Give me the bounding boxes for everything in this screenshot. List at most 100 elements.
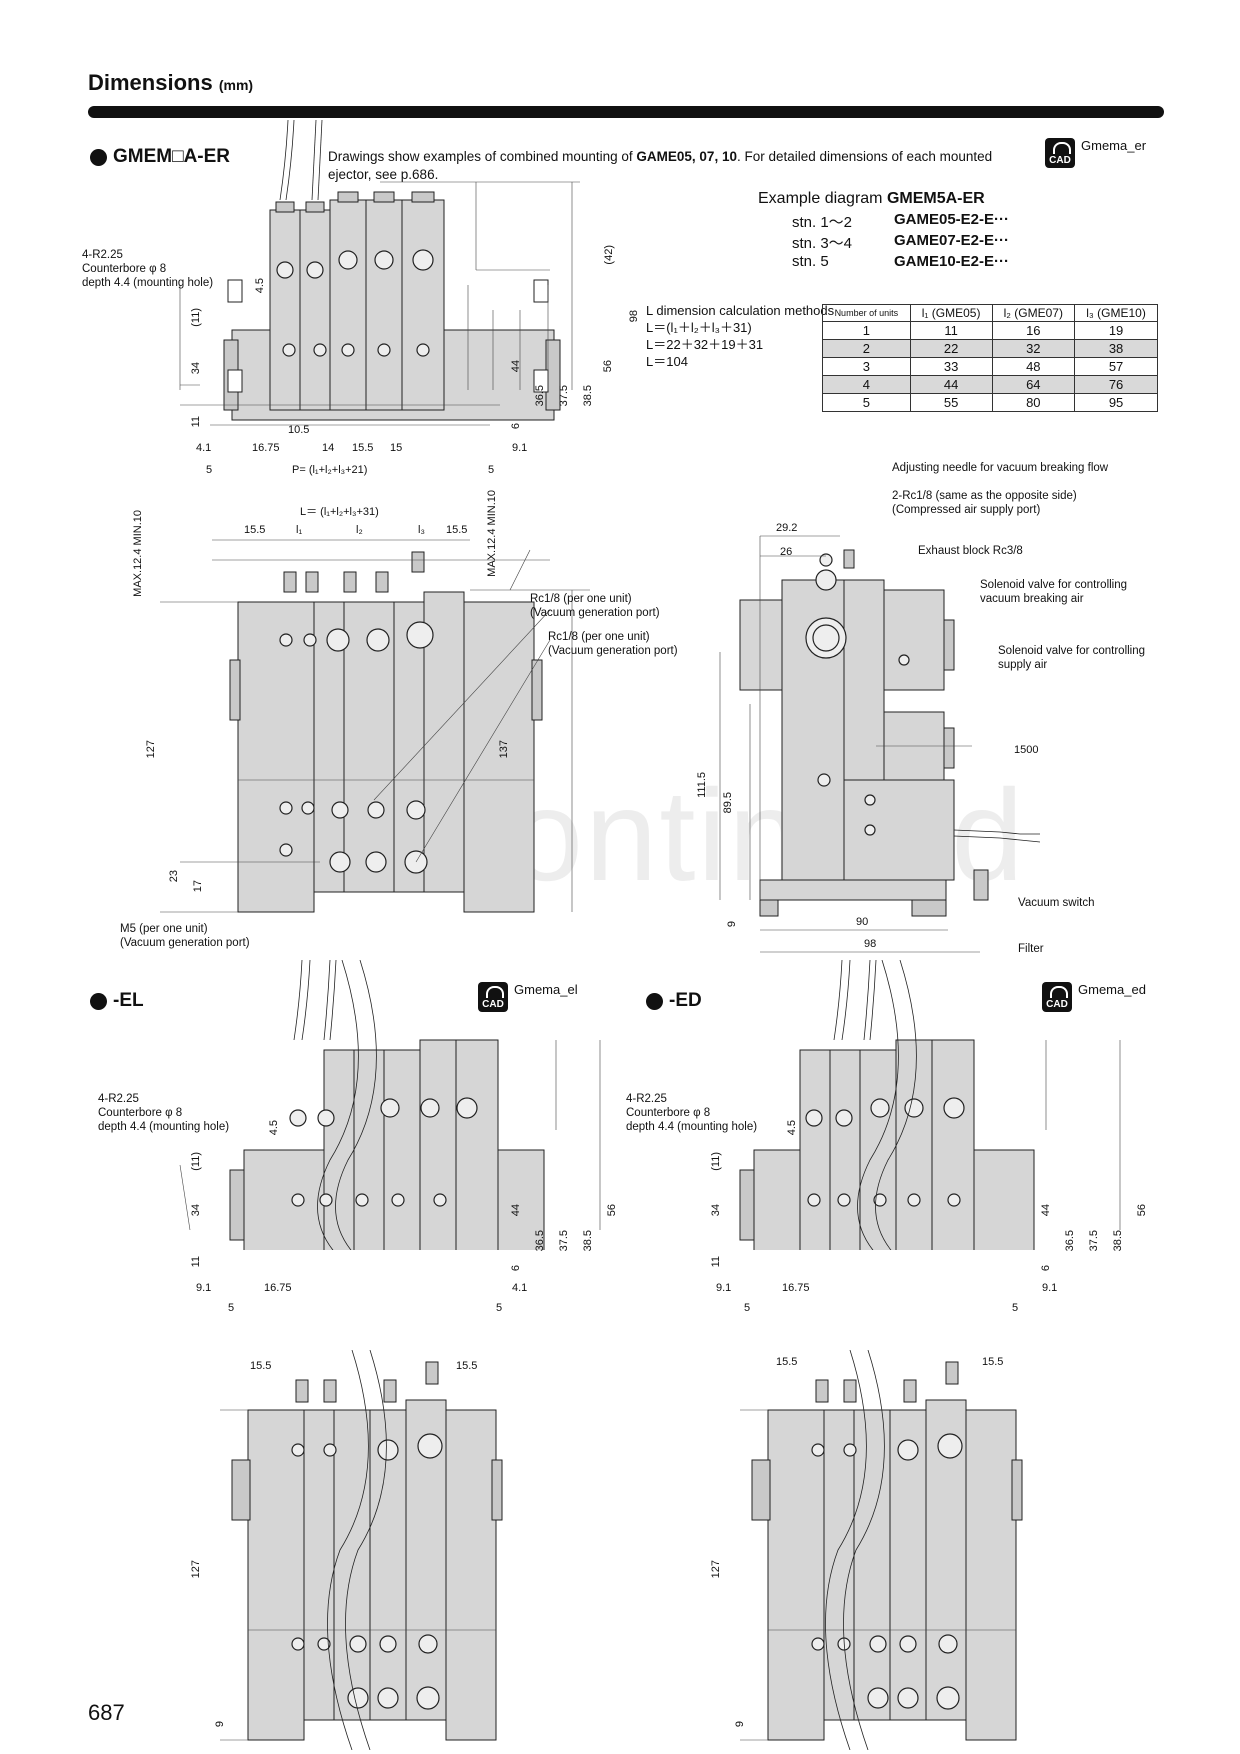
example-model: GAME10-E2-E··· — [894, 253, 1010, 270]
table-cell: 80 — [991, 393, 1076, 412]
dim-text: 38.5 — [582, 1230, 594, 1254]
dim-text: 38.5 — [582, 385, 594, 409]
ed-front-view-drawing — [740, 1350, 1023, 1750]
dim-label: 4.1 — [512, 1282, 528, 1294]
dim-label: 5 — [496, 1302, 503, 1314]
dim-text: (11) — [710, 1152, 722, 1174]
title-unit: (mm) — [218, 77, 254, 93]
title-rule — [88, 106, 1164, 118]
lcalc-title: L dimension calculation methods — [646, 303, 835, 318]
example-stn: stn. 3〜4 — [792, 235, 853, 252]
dim-label: 26 — [780, 546, 793, 558]
callout-line: depth 4.4 (mounting hole) — [98, 1121, 230, 1133]
dim-label: 14 — [322, 442, 335, 454]
callout-filter: Filter — [1018, 943, 1044, 955]
dim-label: 37.5 — [1088, 1230, 1100, 1252]
lcalc-line: L＝(l₁＋l₂＋l₃＋31) — [646, 320, 752, 335]
bullet-icon — [90, 148, 107, 166]
dim-label: 37.5 — [558, 385, 570, 407]
dim-label: 9.1 — [196, 1282, 212, 1294]
dim-label: 38.5 — [582, 385, 594, 407]
dim-label: 11 — [190, 1256, 202, 1268]
callout-mount-hole-el: 4-R2.25 Counterbore φ 8 depth 4.4 (mount… — [98, 1092, 229, 1134]
table-header-row: Number of units l₁ (GME05) l₂ (GME07) l₃… — [822, 304, 1158, 322]
table-cell: 19 — [1074, 321, 1158, 340]
dim-label: 5 — [1012, 1302, 1019, 1314]
dim-label: 5 — [228, 1302, 235, 1314]
dim-label: MAX.12.4 MIN.10 — [132, 510, 144, 597]
section-label-er: GMEM□A-ER — [113, 146, 231, 167]
callout-line: Rc1/8 (per one unit) — [530, 593, 632, 605]
dim-label: 15.5 — [250, 1360, 272, 1372]
dim-label: 6 — [1040, 1264, 1052, 1271]
table-cell: 57 — [1074, 357, 1158, 376]
dim-text: MAX.12.4 MIN.10 — [132, 510, 144, 600]
example-heading-prefix: Example diagram — [758, 190, 887, 207]
dim-label: 98 — [628, 310, 640, 323]
table-cell: 55 — [909, 393, 993, 412]
dim-label: P= (l₁+l₂+l₃+21) — [292, 464, 368, 476]
dim-text: 34 — [710, 1204, 722, 1219]
mounting-note: Drawings show examples of combined mount… — [328, 148, 1028, 184]
dim-label: 17 — [192, 880, 204, 893]
callout-rc-port-2: Rc1/8 (per one unit) (Vacuum generation … — [548, 630, 678, 658]
cad-link-ed[interactable]: CAD Gmema_ed — [1042, 982, 1146, 1012]
callout-line: 4-R2.25 — [98, 1093, 139, 1105]
dim-label: 56 — [602, 360, 614, 373]
callout-line: supply air — [998, 659, 1048, 671]
dim-label: 9.1 — [512, 442, 528, 454]
callout-line: 4-R2.25 — [82, 249, 123, 261]
note-suffix: . For detailed dimensions of each mounte… — [328, 149, 993, 182]
dim-label: 11 — [190, 416, 202, 428]
dim-label: (11) — [710, 1152, 722, 1171]
dim-label: 15.5 — [352, 442, 374, 454]
dim-label: 98 — [864, 938, 877, 950]
dim-label: 38.5 — [582, 1230, 594, 1252]
callout-line: (Compressed air supply port) — [892, 504, 1041, 516]
dim-text: 37.5 — [1088, 1230, 1100, 1254]
dim-label: 6 — [510, 1264, 522, 1271]
dim-text: 4.5 — [268, 1120, 280, 1138]
callout-line: Rc1/8 (per one unit) — [548, 631, 650, 643]
example-stn: stn. 1〜2 — [792, 214, 853, 231]
dim-label: 44 — [1040, 1204, 1052, 1217]
example-heading-model: GMEM5A-ER — [886, 190, 985, 207]
dim-label: L＝ (l₁+l₂+l₃+31) — [300, 506, 379, 518]
dim-label: 5 — [744, 1302, 751, 1314]
example-stn: stn. 5 — [792, 253, 829, 270]
l-calculation: L dimension calculation methods L＝(l₁＋l₂… — [646, 302, 834, 370]
cad-icon: CAD — [478, 982, 508, 1012]
cad-link-el[interactable]: CAD Gmema_el — [478, 982, 578, 1012]
callout-line: depth 4.4 (mounting hole) — [626, 1121, 758, 1133]
callout-line: 4-R2.25 — [626, 1093, 667, 1105]
dim-label: 34 — [710, 1204, 722, 1217]
cad-file-el: Gmema_el — [514, 982, 578, 997]
page-title: Dimensions (mm) — [88, 70, 253, 96]
callout-line: (Vacuum generation port) — [120, 937, 250, 949]
dim-label: 16.75 — [252, 442, 280, 454]
dim-label: 10.5 — [288, 424, 310, 436]
table-header: Number of units — [822, 304, 911, 322]
callout-exhaust: Exhaust block Rc3/8 — [918, 545, 1023, 557]
dim-label: 15.5 — [456, 1360, 478, 1372]
callout-line: (Vacuum generation port) — [530, 607, 660, 619]
dim-label: 15.5 — [244, 524, 266, 536]
dim-label: 15.5 — [982, 1356, 1004, 1368]
dim-text: 34 — [190, 1204, 202, 1219]
dim-label: 4.5 — [786, 1120, 798, 1136]
callout-line: Counterbore φ 8 — [626, 1107, 711, 1119]
lcalc-line: L＝104 — [646, 354, 688, 369]
dim-label: 9 — [734, 1720, 746, 1727]
table-cell: 3 — [822, 357, 911, 376]
dim-text: (11) — [190, 1152, 202, 1174]
dim-text: 38.5 — [1112, 1230, 1124, 1254]
dim-label: 9.1 — [716, 1282, 732, 1294]
dim-text: 127 — [710, 1560, 722, 1581]
cad-link-er[interactable]: CAD Gmema_er — [1045, 138, 1146, 168]
callout-mount-hole-ed: 4-R2.25 Counterbore φ 8 depth 4.4 (mount… — [626, 1092, 757, 1134]
dim-label: l₁ — [296, 524, 303, 536]
